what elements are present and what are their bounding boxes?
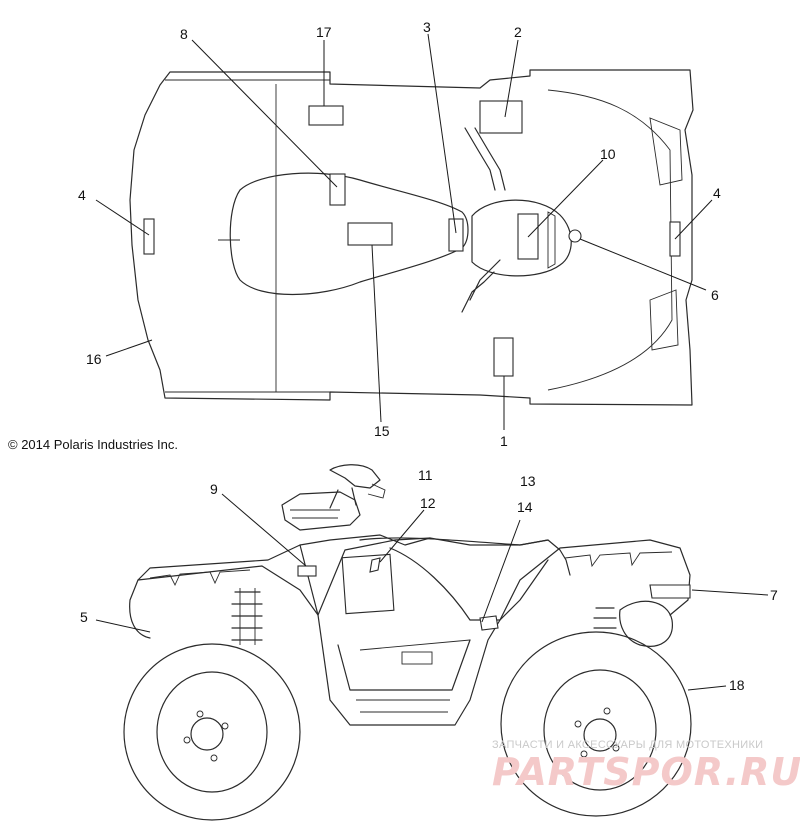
decal-1 [493,337,514,377]
callout-18: 18 [729,677,745,693]
callout-7: 7 [770,587,778,603]
callout-5: 5 [80,609,88,625]
callout-17: 17 [316,24,332,40]
callout-14: 14 [517,499,533,515]
callout-11: 11 [418,467,433,483]
side-view-vehicle [123,464,692,821]
callout-10: 10 [600,146,616,162]
decal-12-stripe [369,557,381,573]
watermark-brand: PARTSPOR.RU [492,750,800,794]
decal-17 [308,105,344,126]
decal-12 [341,553,395,615]
decal-7 [649,584,691,599]
callout-13: 13 [520,473,536,489]
callout-2: 2 [514,24,522,40]
callout-6: 6 [711,287,719,303]
callout-16: 16 [86,351,102,367]
decal-6 [568,229,582,243]
decal-9 [297,565,317,577]
decal-14 [479,615,499,631]
callout-9: 9 [210,481,218,497]
callout-4-right: 4 [713,185,721,201]
decal-2 [479,100,523,134]
decal-3 [448,218,464,252]
callout-8: 8 [180,26,188,42]
side-leader-lines [95,493,769,691]
top-leader-lines [95,33,713,430]
callout-4-left: 4 [78,187,86,203]
callout-3: 3 [423,19,431,35]
callout-15: 15 [374,423,390,439]
callout-12: 12 [420,495,436,511]
decal-8 [329,173,346,206]
decal-15 [347,222,393,246]
top-view-vehicle [129,69,694,406]
watermark-tagline: ЗАПЧАСТИ И АКСЕССУАРЫ ДЛЯ МОТОТЕХНИКИ [492,739,763,751]
copyright-notice: © 2014 Polaris Industries Inc. [8,437,178,452]
callout-1: 1 [500,433,508,449]
decal-4-left [143,218,155,255]
